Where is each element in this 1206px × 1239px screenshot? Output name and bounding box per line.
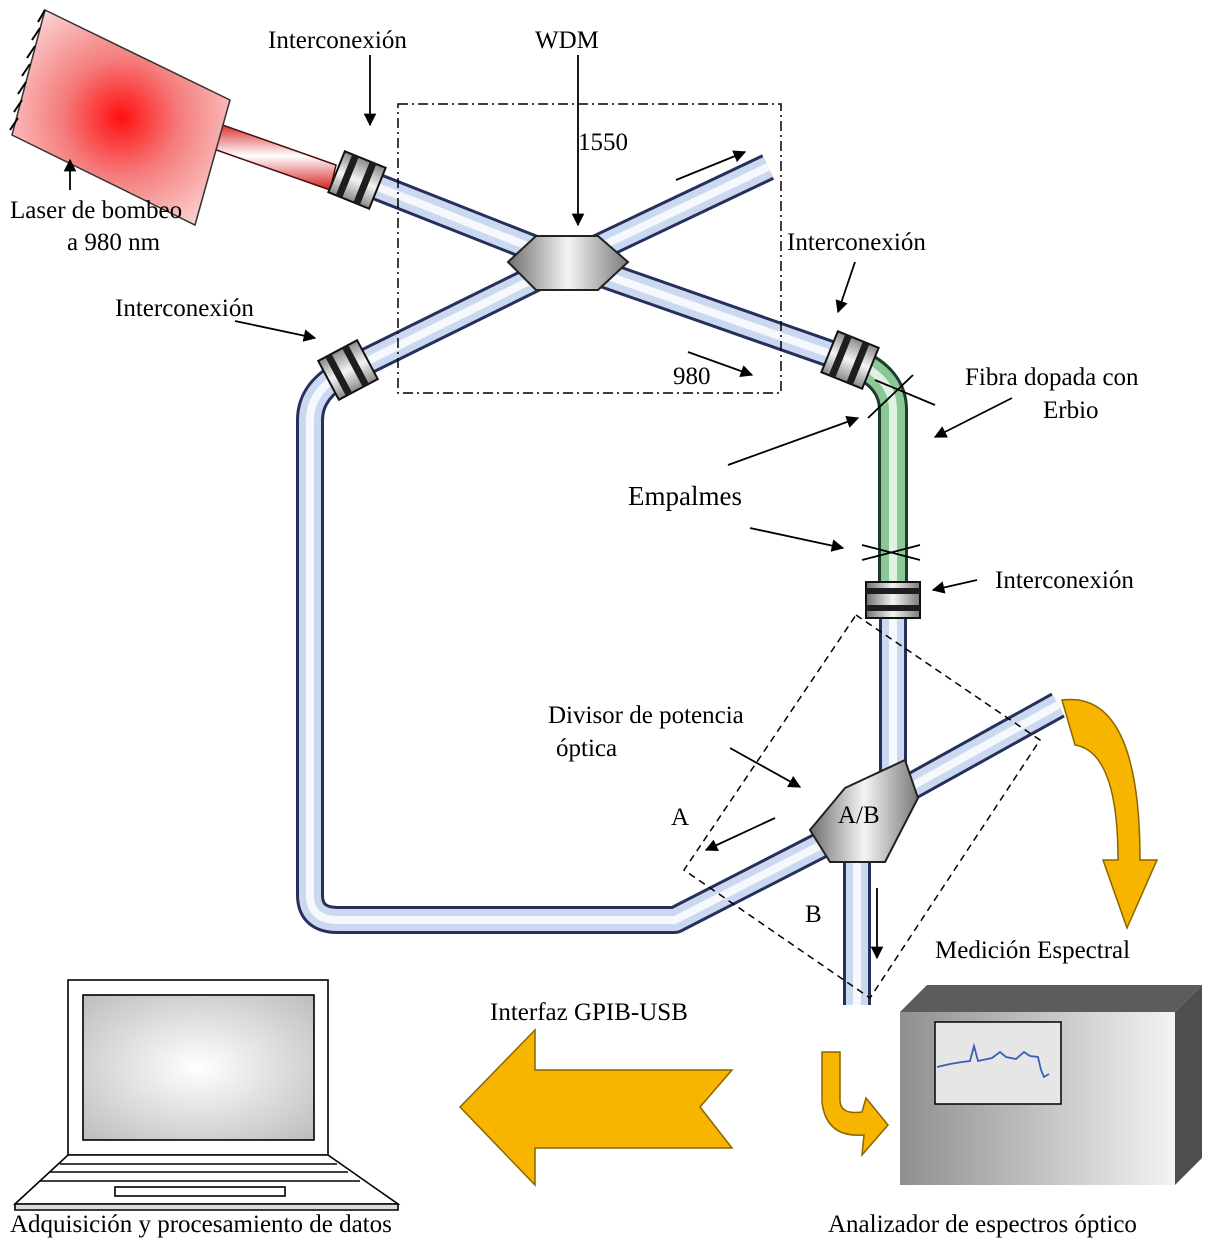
empalmes-label: Empalmes [628, 481, 742, 511]
fibra-dopada-label-line2: Erbio [1043, 397, 1099, 424]
laser-label-line1: Laser de bombeo [10, 197, 182, 224]
interconexion-right-label: Interconexión [787, 229, 926, 256]
adquisicion-label: Adquisición y procesamiento de datos [10, 1211, 392, 1238]
arrow-port-a [704, 817, 776, 851]
divisor-label-line2: óptica [556, 735, 617, 762]
connector-pump [327, 150, 387, 210]
interconexion-top-label: Interconexión [268, 27, 407, 54]
connector-loop [316, 338, 380, 402]
wavelength-980-label: 980 [673, 363, 711, 390]
spectrum-analyzer-icon [900, 985, 1202, 1185]
arrow-gpib-usb [458, 1028, 734, 1187]
arrow-980-direction [687, 351, 754, 378]
arrow-empalme-lower [749, 527, 845, 552]
arrow-interconexion-right [835, 261, 856, 314]
wdm-boundary [397, 103, 782, 394]
interfaz-gpib-usb-label: Interfaz GPIB-USB [490, 999, 688, 1026]
pump-laser-icon [9, 8, 231, 227]
connector-erbium-input [820, 330, 880, 390]
wdm-label: WDM [535, 27, 599, 54]
port-a-label: A [671, 804, 689, 831]
arrow-empalme-upper [727, 415, 860, 466]
laser-label-line2: a 980 nm [67, 229, 161, 256]
interconexion-lower-label: Interconexión [995, 567, 1134, 594]
splice-upper [867, 374, 936, 419]
fibra-dopada-label-line1: Fibra dopada con [965, 364, 1139, 391]
pump-fiber [207, 121, 337, 191]
splitter-ratio-label: A/B [838, 802, 880, 829]
pointer-arrows [63, 55, 1013, 960]
port-b-label: B [805, 901, 822, 928]
splitter-boundary [682, 613, 1042, 1000]
arrow-interconexion-lower [931, 579, 978, 594]
laptop-icon [12, 979, 401, 1211]
arrow-interconexion-left [234, 320, 317, 342]
splice-lower [861, 544, 921, 561]
wavelength-1550-label: 1550 [578, 129, 628, 156]
arrow-fibra-dopada [933, 397, 1013, 438]
wdm-coupler-icon [506, 235, 630, 291]
arrow-divisor [729, 747, 802, 788]
fiber-network [296, 154, 1065, 1005]
connector-erbium-output [865, 581, 921, 619]
arrow-to-analyzer [821, 1051, 889, 1158]
medicion-espectral-label: Medición Espectral [935, 937, 1130, 964]
arrow-1550-direction [675, 150, 747, 181]
divisor-label-line1: Divisor de potencia [548, 702, 744, 729]
analyzer-spectrum-trace [936, 1042, 1050, 1079]
power-splitter-icon [808, 758, 920, 863]
analizador-label: Analizador de espectros óptico [828, 1211, 1137, 1238]
arrow-to-spectral-measurement [1061, 698, 1159, 931]
interconexion-left-label: Interconexión [115, 295, 254, 322]
